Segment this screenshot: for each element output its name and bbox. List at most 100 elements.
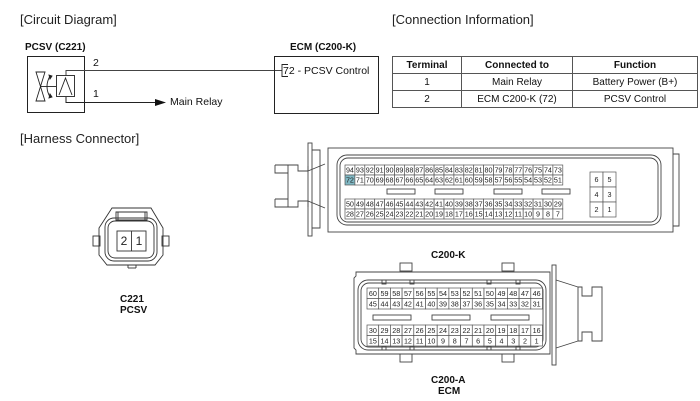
pin-number: 53 <box>451 289 459 298</box>
pcsv-label: PCSV (C221) <box>25 42 86 53</box>
pin-number: 81 <box>475 166 483 175</box>
cell-terminal: 1 <box>392 73 462 91</box>
pin-number: 33 <box>509 299 517 308</box>
pin-number: 66 <box>405 176 413 185</box>
pin-number: 37 <box>475 200 483 209</box>
pin-number: 55 <box>514 176 522 185</box>
pin-number: 90 <box>386 166 394 175</box>
pin-number: 78 <box>504 166 512 175</box>
c200a-inner <box>357 279 547 351</box>
pin-number: 24 <box>386 210 394 219</box>
pin-number: 27 <box>404 326 412 335</box>
pin-number: 77 <box>514 166 522 175</box>
pin-number: 57 <box>494 176 502 185</box>
pin-number: 13 <box>392 336 400 345</box>
c221-latch <box>115 211 148 221</box>
pin-number: 15 <box>475 210 483 219</box>
connection-information-title: [Connection Information] <box>392 12 534 27</box>
pin-cell <box>602 201 617 218</box>
c221-pin-2: 2 <box>121 234 128 248</box>
c200k-body <box>327 147 674 233</box>
pin-number: 28 <box>346 210 354 219</box>
pin-number: 20 <box>486 326 494 335</box>
pin-number: 10 <box>427 336 435 345</box>
pin-number: 42 <box>404 299 412 308</box>
c200k-inner <box>336 154 662 226</box>
ecm-pin-bracket <box>281 64 288 77</box>
pin-number: 67 <box>395 176 403 185</box>
c200a-clip <box>399 262 413 272</box>
pin-number: 82 <box>465 166 473 175</box>
pin-number: 57 <box>404 289 412 298</box>
pin-number: 17 <box>455 210 463 219</box>
pin-number: 88 <box>405 166 413 175</box>
c200k-name-label: C200-K <box>431 250 466 261</box>
c221-name-label: C221 <box>120 294 144 305</box>
pin-number: 63 <box>435 176 443 185</box>
pin-number: 52 <box>544 176 552 185</box>
pin-number: 41 <box>435 200 443 209</box>
pin-number: 58 <box>485 176 493 185</box>
pin-cell <box>530 298 543 310</box>
pin-number: 31 <box>533 299 541 308</box>
pin-number: 9 <box>536 210 540 219</box>
wire-2 <box>65 70 282 75</box>
connection-table: Terminal Connected to Function 1 Main Re… <box>392 56 698 108</box>
pin-number: 61 <box>455 176 463 185</box>
pin-number: 48 <box>366 200 374 209</box>
pin-number: 68 <box>386 176 394 185</box>
pin-number: 18 <box>509 326 517 335</box>
pin-number: 21 <box>415 210 423 219</box>
pin-number: 1 <box>608 205 612 214</box>
pin-number: 21 <box>474 326 482 335</box>
pin-number: 36 <box>485 200 493 209</box>
pin-number: 23 <box>395 210 403 219</box>
pin-number: 27 <box>356 210 364 219</box>
pin-number: 56 <box>416 289 424 298</box>
header-connected-to: Connected to <box>461 56 573 74</box>
pin-number: 30 <box>544 200 552 209</box>
pin-number: 31 <box>534 200 542 209</box>
cell-connected-to: Main Relay <box>461 73 573 91</box>
pin-number: 83 <box>455 166 463 175</box>
c221-outer-shell <box>98 207 164 266</box>
pin-number: 76 <box>524 166 532 175</box>
c221-pin-1: 1 <box>136 234 143 248</box>
pin-number: 73 <box>554 166 562 175</box>
pin-number: 13 <box>494 210 502 219</box>
pin-number: 8 <box>453 336 457 345</box>
pin-number: 40 <box>445 200 453 209</box>
pin-number: 59 <box>475 176 483 185</box>
pin-number: 19 <box>498 326 506 335</box>
pin-number: 69 <box>376 176 384 185</box>
table-header-row: Terminal Connected to Function <box>392 56 698 74</box>
pin-number: 10 <box>524 210 532 219</box>
pin-number: 26 <box>416 326 424 335</box>
pin-number: 30 <box>369 326 377 335</box>
circuit-diagram-title: [Circuit Diagram] <box>20 12 117 27</box>
c200a-key-bar <box>431 314 471 321</box>
pin-number: 84 <box>445 166 453 175</box>
pin-number: 46 <box>386 200 394 209</box>
pin-number: 72 <box>346 176 354 185</box>
pin-number: 75 <box>534 166 542 175</box>
pin-number: 41 <box>416 299 424 308</box>
main-relay-label: Main Relay <box>170 96 223 108</box>
pin-number: 54 <box>524 176 532 185</box>
pin-number: 38 <box>465 200 473 209</box>
pin-number: 29 <box>554 200 562 209</box>
cell-terminal: 2 <box>392 90 462 108</box>
c200a-device-label: ECM <box>438 386 461 397</box>
pin-number: 47 <box>376 200 384 209</box>
ecm-box <box>274 56 379 114</box>
pin-number: 29 <box>381 326 389 335</box>
pin-number: 18 <box>445 210 453 219</box>
pin-number: 5 <box>608 175 612 184</box>
pin-number: 14 <box>381 336 389 345</box>
pin-number: 45 <box>395 200 403 209</box>
pin-number: 12 <box>504 210 512 219</box>
pin-number: 92 <box>366 166 374 175</box>
pin-number: 34 <box>498 299 506 308</box>
pin-number: 35 <box>494 200 502 209</box>
pin-number: 52 <box>462 289 470 298</box>
